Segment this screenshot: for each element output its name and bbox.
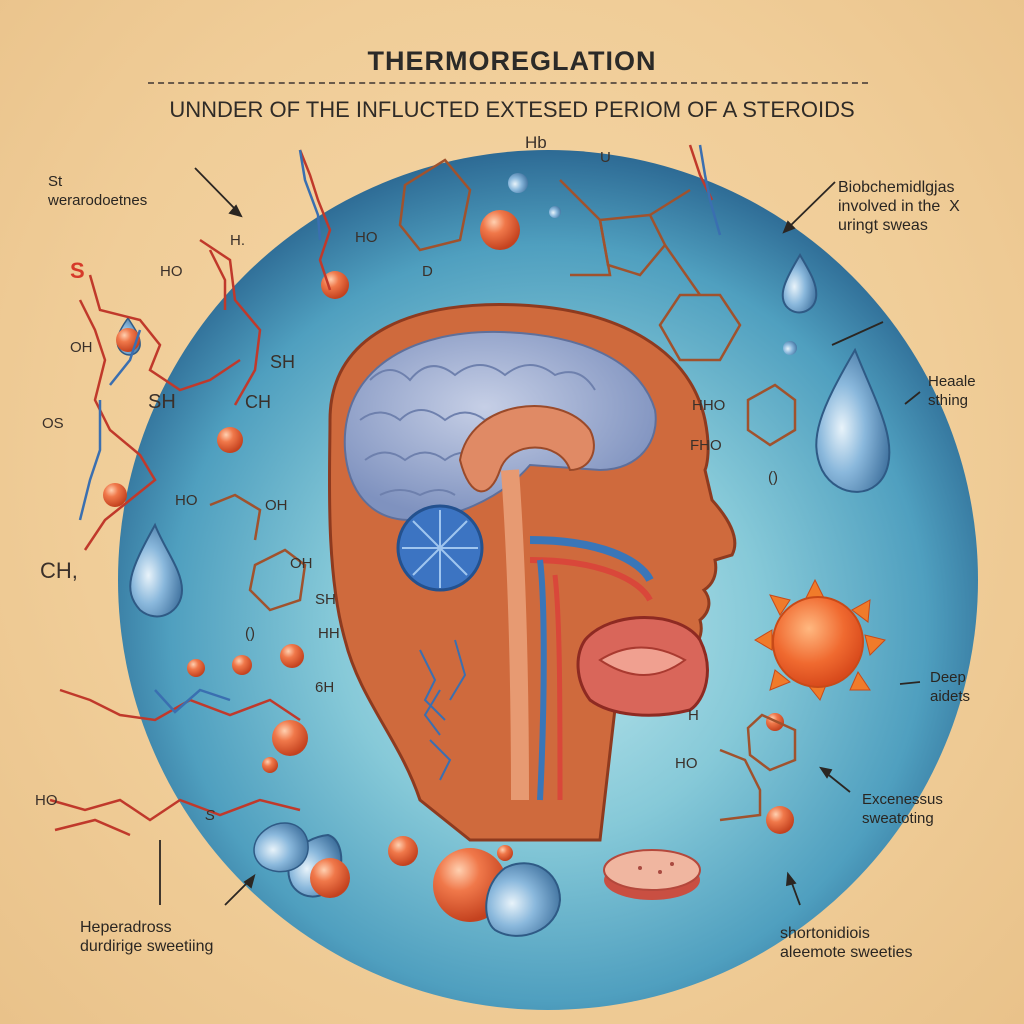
chem-label: U [600, 149, 611, 166]
sun-icon [754, 578, 886, 701]
chem-label: HO [675, 755, 698, 772]
chem-label: OS [42, 415, 64, 432]
label-bottom-left: Heperadross durdirige sweetiing [80, 919, 214, 955]
chem-label: HO [355, 229, 378, 246]
chem-label: OH [290, 555, 313, 572]
chemical-labels: S HO OH OS CH, SH H. SH CH Hb U HO D HO … [35, 133, 778, 824]
pointer-arrows [159, 167, 921, 906]
chem-label: OH [265, 497, 288, 514]
chem-label: () [245, 625, 255, 642]
chem-label: HO [35, 792, 58, 809]
chem-label: S [70, 258, 85, 283]
chem-label: Hb [525, 133, 547, 152]
chem-label: HHO [692, 397, 725, 414]
page-subtitle: UNNDER OF THE INFLUCTED EXTESED PERIOM O… [169, 97, 855, 122]
chem-label: FHO [690, 437, 722, 454]
chem-label: CH, [40, 558, 78, 583]
chem-label: SH [270, 352, 295, 372]
chem-label: OH [70, 339, 93, 356]
head-illustration [327, 302, 737, 842]
label-excessive: Excenessus sweatoting [862, 791, 943, 827]
molecule-spheres [103, 210, 794, 937]
tablet-icon [603, 849, 701, 900]
label-bottom-right: shortonidiois aleemote sweeties [780, 925, 913, 961]
chem-label: HH [318, 625, 340, 642]
chem-label: S [205, 807, 215, 824]
page-title: THERMOREGLATION [367, 46, 657, 76]
chem-label: HO [160, 263, 183, 280]
chem-label: 6H [315, 679, 334, 696]
chem-label: H [688, 707, 699, 724]
label-top-right: Biobchemidlgjas involved in the X uringt… [838, 179, 960, 234]
label-top-left: St werarodoetnes [48, 173, 148, 209]
chem-label: HO [175, 492, 198, 509]
title-divider [148, 82, 868, 84]
chem-label: () [768, 469, 778, 486]
chem-label: CH [245, 392, 271, 412]
chemical-structures [49, 144, 797, 837]
chem-label: SH [148, 391, 176, 413]
label-mid-right: Heaale sthing [928, 373, 976, 409]
chem-label: H. [230, 232, 245, 249]
chem-label: D [422, 263, 433, 280]
chem-label: SH [315, 591, 336, 608]
label-deep: Deep aidets [930, 669, 971, 705]
